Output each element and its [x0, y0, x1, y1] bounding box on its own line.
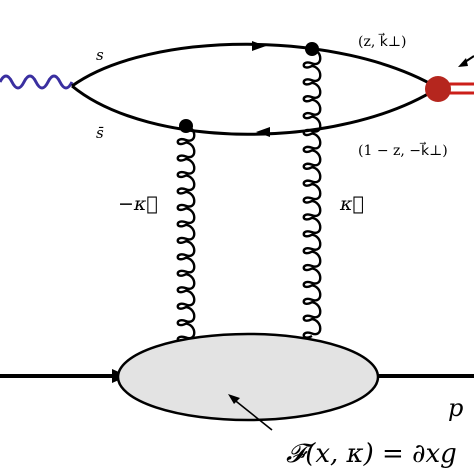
quark-label: s: [96, 46, 104, 64]
photon-line: [0, 74, 74, 90]
quark-line: [71, 42, 439, 90]
formula-pointer: [231, 397, 273, 431]
gluon-density-formula: 𝓕(x, κ) = ∂xg: [286, 439, 457, 469]
formula-pointer-head: [228, 394, 240, 404]
proton-label: p: [448, 394, 463, 422]
left-gluon-momentum-label: −κ⃗: [118, 193, 158, 215]
right-gluon-momentum-label: κ⃗: [339, 193, 364, 215]
antiquark-line: [71, 84, 439, 136]
right-gluon-line: [302, 47, 322, 339]
antiquark-label: s̄: [96, 124, 104, 142]
gluon-density-blob: [116, 332, 380, 422]
quark-arrow: [252, 41, 266, 51]
left-gluon-line: [176, 124, 196, 343]
quark-kinematics-label: (z, k⃗⊥): [358, 32, 406, 50]
antiquark-arrow: [256, 127, 270, 137]
meson-vertex: [425, 76, 451, 102]
vertex-pointer-head: [458, 58, 468, 67]
antiquark-kinematics-label: (1 − z, −k⃗⊥): [358, 141, 448, 159]
